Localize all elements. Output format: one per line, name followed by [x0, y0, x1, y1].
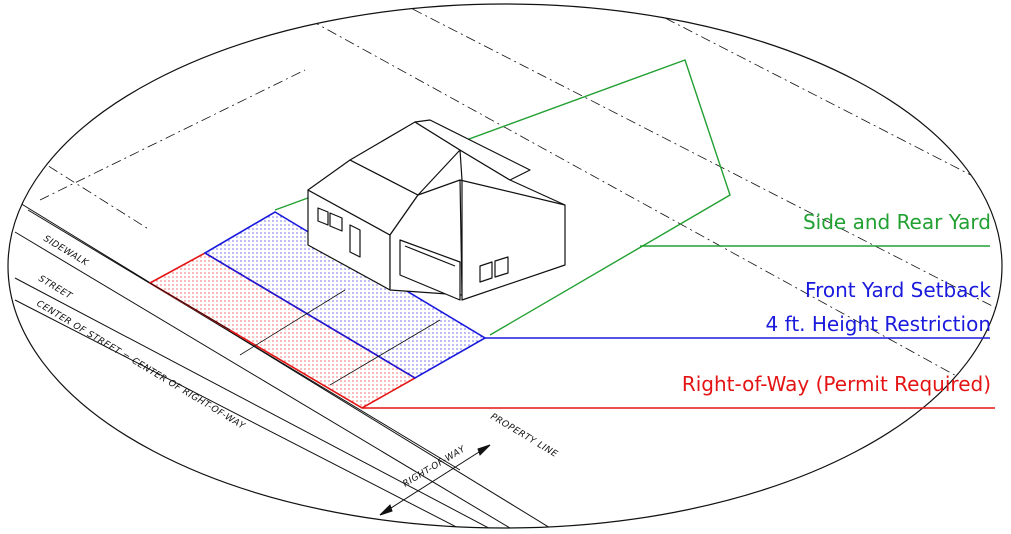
street-label: STREET [36, 274, 74, 302]
front-yard-setback-label: Front Yard Setback [805, 278, 991, 302]
property-line-label: PROPERTY LINE [488, 412, 559, 460]
side-rear-yard-label: Side and Rear Yard [802, 210, 991, 234]
height-restriction-label: 4 ft. Height Restriction [765, 312, 991, 336]
right-of-way-label: Right-of-Way (Permit Required) [681, 372, 991, 396]
sidewalk-label: SIDEWALK [41, 234, 90, 269]
house [307, 119, 566, 301]
right-of-way-dimension [379, 444, 491, 516]
street-lines [14, 199, 561, 528]
side-rear-yard-outline [274, 59, 990, 336]
driveway-lines [149, 282, 441, 386]
view-ellipse [7, 3, 1003, 529]
